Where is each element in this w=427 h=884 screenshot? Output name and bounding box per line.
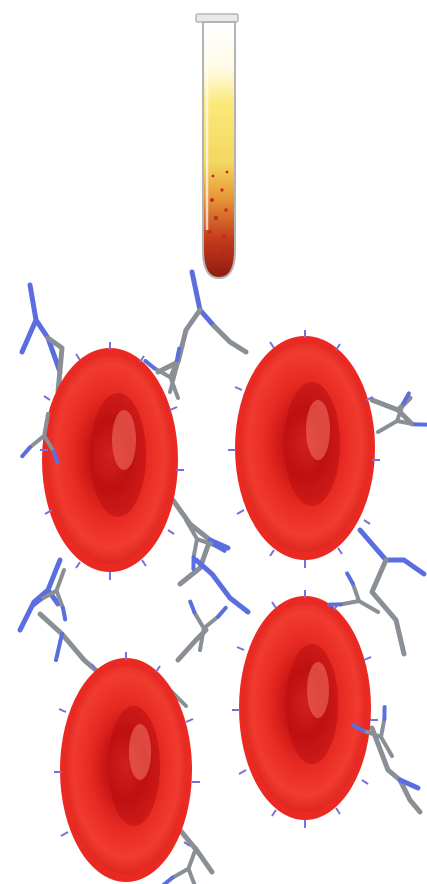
antibody-chain xyxy=(372,728,420,812)
antibody-chain xyxy=(196,560,248,612)
antibody-chain xyxy=(360,530,424,574)
antibody-chain xyxy=(158,310,246,372)
antibody-chain xyxy=(40,614,98,672)
test-tube xyxy=(196,14,238,278)
red-blood-cell xyxy=(228,330,380,568)
antibody-chain xyxy=(372,560,404,654)
antibody-chain xyxy=(22,285,60,372)
test-tube-rim xyxy=(196,14,238,22)
red-blood-cell xyxy=(232,590,378,828)
red-blood-cell xyxy=(54,652,200,882)
antibody-chain xyxy=(20,560,60,630)
antibody-chain xyxy=(56,634,62,660)
